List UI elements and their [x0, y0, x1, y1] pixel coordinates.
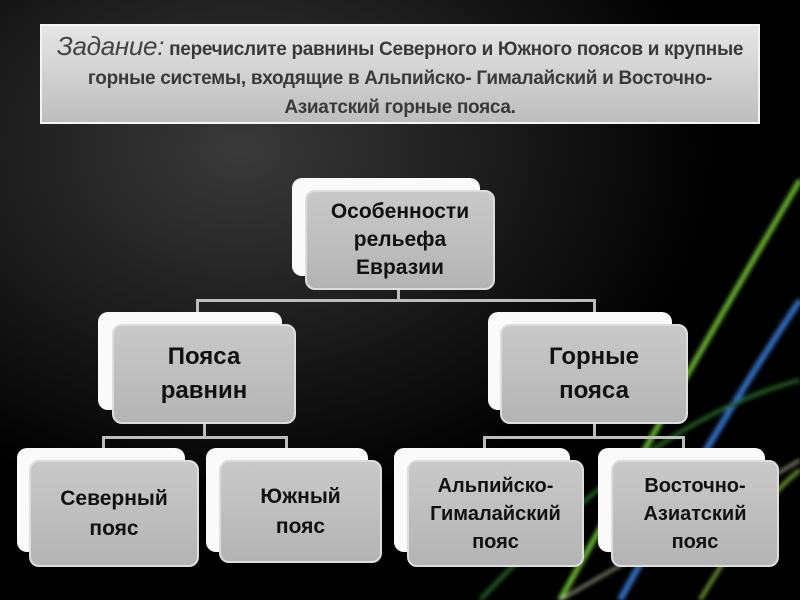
connector [102, 436, 288, 439]
node-east-asian: Восточно-Азиатский пояс [611, 460, 779, 567]
task-text: перечислите равнины Северного и Южного п… [87, 39, 744, 118]
node-alpine-himalayan: Альпийско-Гималайский пояс [407, 460, 584, 567]
node-mountains: Горные пояса [500, 324, 688, 424]
node-north: Северный пояс [29, 460, 199, 567]
node-root: Особенности рельефа Евразии [305, 190, 495, 290]
connector [483, 436, 685, 439]
node-south: Южный пояс [219, 460, 382, 563]
connector [196, 299, 596, 302]
node-plains: Пояса равнин [112, 324, 296, 424]
connector [397, 288, 400, 301]
task-lead: Задание: [56, 31, 165, 61]
connector [203, 422, 206, 437]
connector [593, 422, 596, 437]
task-banner: Задание: перечислите равнины Северного и… [40, 24, 760, 124]
